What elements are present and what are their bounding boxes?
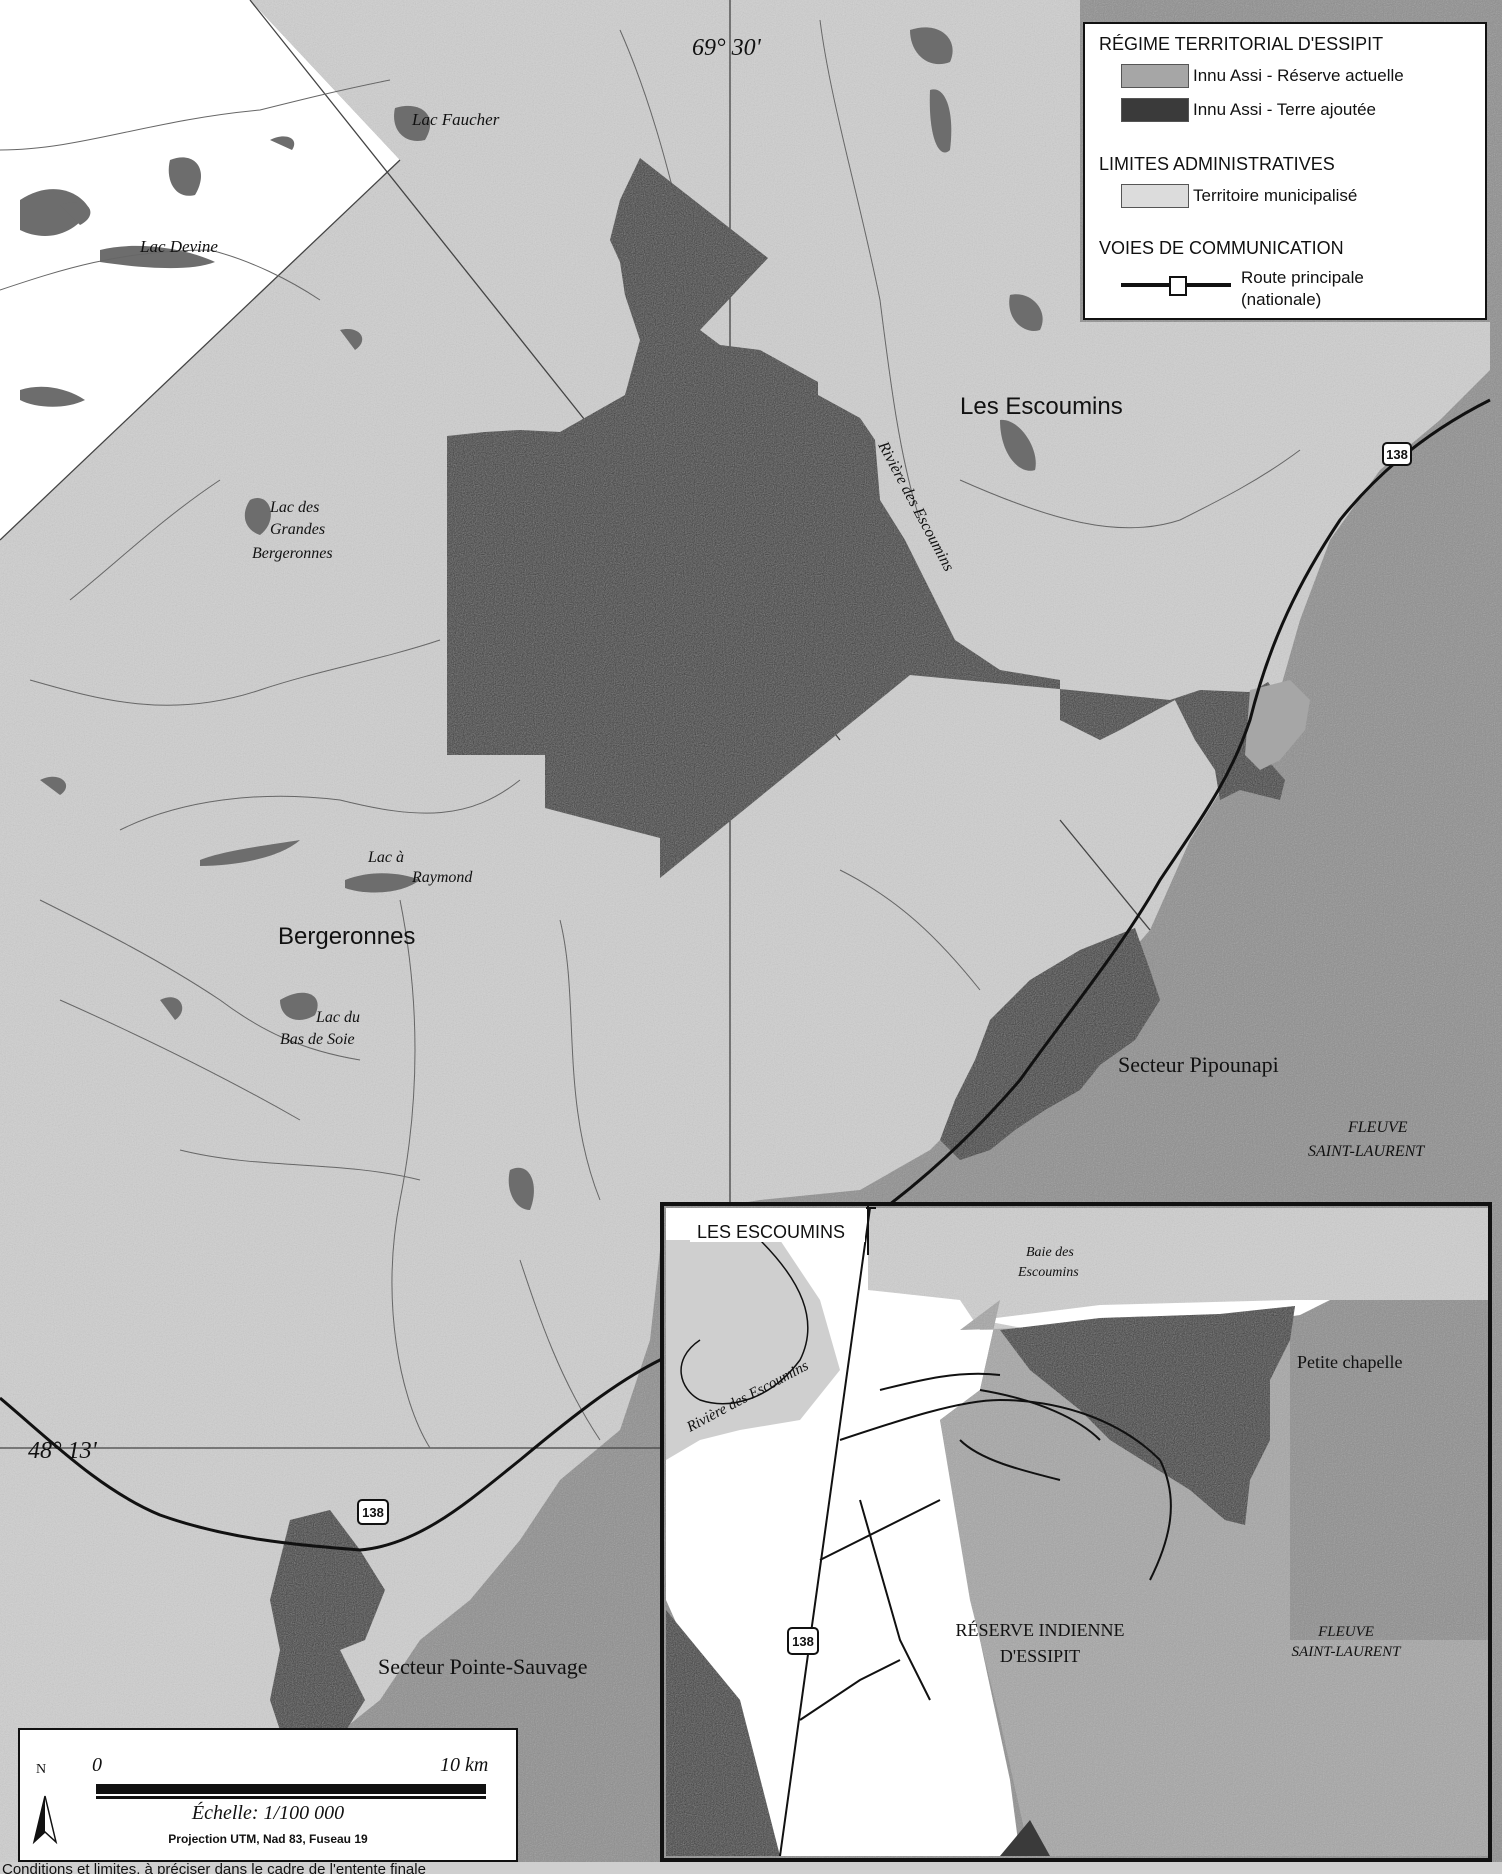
legend-item-added: Innu Assi - Terre ajoutée xyxy=(1193,100,1377,119)
svg-text:138: 138 xyxy=(792,1634,814,1649)
inset-reserve-label-1: RÉSERVE INDIENNE xyxy=(955,1619,1124,1640)
scale-box: N 0 10 km Échelle: 1/100 000 Projection … xyxy=(18,1728,518,1862)
terre-ajoutee-main xyxy=(447,158,1285,878)
inset-petite-chapelle: Petite chapelle xyxy=(1297,1352,1402,1372)
inset-map xyxy=(660,1202,1492,1862)
lac-grandes-berg-label-2: Grandes xyxy=(270,521,325,538)
legend-voies-title: VOIES DE COMMUNICATION xyxy=(1099,238,1344,258)
legend-item-road-1: Route principale xyxy=(1241,268,1364,287)
inset-reserve-label-2: D'ESSIPIT xyxy=(1000,1646,1080,1666)
lakes xyxy=(20,27,1043,1210)
svg-text:138: 138 xyxy=(362,1505,384,1520)
legend-swatch-added xyxy=(1121,98,1189,122)
inset-route-shield: 138 xyxy=(787,1627,819,1655)
longitude-label: 69° 30' xyxy=(692,35,762,61)
legend-item-road-2: (nationale) xyxy=(1241,290,1322,309)
lac-faucher-label: Lac Faucher xyxy=(411,110,500,129)
route-shield-northeast: 138 xyxy=(1382,442,1412,466)
lac-raymond-label-1: Lac à xyxy=(367,849,404,866)
route-shield-southwest: 138 xyxy=(357,1499,389,1525)
streams xyxy=(0,19,1301,1449)
scale-text: Échelle: 1/100 000 xyxy=(191,1802,345,1824)
lac-devine-label: Lac Devine xyxy=(139,237,218,256)
inset-baie-label-1: Baie des xyxy=(1026,1245,1074,1260)
lac-grandes-berg-label-3: Bergeronnes xyxy=(252,545,333,562)
north-arrow-icon xyxy=(32,1795,58,1845)
inset-fleuve-label-1: FLEUVE xyxy=(1317,1624,1374,1640)
lac-grandes-berg-label-1: Lac des xyxy=(269,499,319,516)
lac-bas-soie-label-2: Bas de Soie xyxy=(280,1031,355,1048)
scale-zero: 0 xyxy=(92,1754,102,1776)
les-escoumins-label: Les Escoumins xyxy=(960,393,1123,420)
secteur-pipounapi xyxy=(940,928,1160,1160)
footer-caption: Conditions et limites, à préciser dans l… xyxy=(2,1861,426,1874)
legend-road-shield-icon xyxy=(1169,276,1187,296)
secteur-pointe-sauvage xyxy=(270,1510,385,1760)
secteur-pointe-sauvage-label: Secteur Pointe-Sauvage xyxy=(378,1654,588,1679)
inset-baie-label-2: Escoumins xyxy=(1017,1265,1079,1280)
legend-limites-title: LIMITES ADMINISTRATIVES xyxy=(1099,154,1335,174)
bergeronnes-label: Bergeronnes xyxy=(278,923,415,950)
secteur-pipounapi-label: Secteur Pipounapi xyxy=(1118,1052,1279,1077)
lac-raymond-label-2: Raymond xyxy=(411,869,473,886)
inset-fleuve-label-2: SAINT-LAURENT xyxy=(1292,1644,1403,1660)
legend-regime-title: RÉGIME TERRITORIAL D'ESSIPIT xyxy=(1099,34,1384,54)
scale-max: 10 km xyxy=(440,1754,489,1776)
reserve-actuelle-escoumins xyxy=(1245,680,1310,770)
inset-town-label: LES ESCOUMINS xyxy=(697,1222,845,1242)
legend-swatch-reserve xyxy=(1121,64,1189,88)
fleuve-label-1: FLEUVE xyxy=(1347,1119,1408,1136)
scale-bar xyxy=(96,1784,486,1794)
scale-bar-underline xyxy=(96,1796,486,1799)
legend-item-municipal: Territoire municipalisé xyxy=(1193,186,1358,205)
north-label: N xyxy=(36,1762,47,1777)
legend-swatch-municipal xyxy=(1121,184,1189,208)
legend-item-reserve: Innu Assi - Réserve actuelle xyxy=(1193,66,1404,85)
latitude-label: 48° 13' xyxy=(28,1438,98,1464)
projection-text: Projection UTM, Nad 83, Fuseau 19 xyxy=(168,1832,368,1846)
legend-panel: RÉGIME TERRITORIAL D'ESSIPIT Innu Assi -… xyxy=(1083,22,1487,320)
unorganized-territory xyxy=(0,0,400,540)
lac-bas-soie-label-1: Lac du xyxy=(315,1009,360,1026)
svg-text:138: 138 xyxy=(1386,447,1408,462)
fleuve-label-2: SAINT-LAURENT xyxy=(1308,1143,1425,1160)
